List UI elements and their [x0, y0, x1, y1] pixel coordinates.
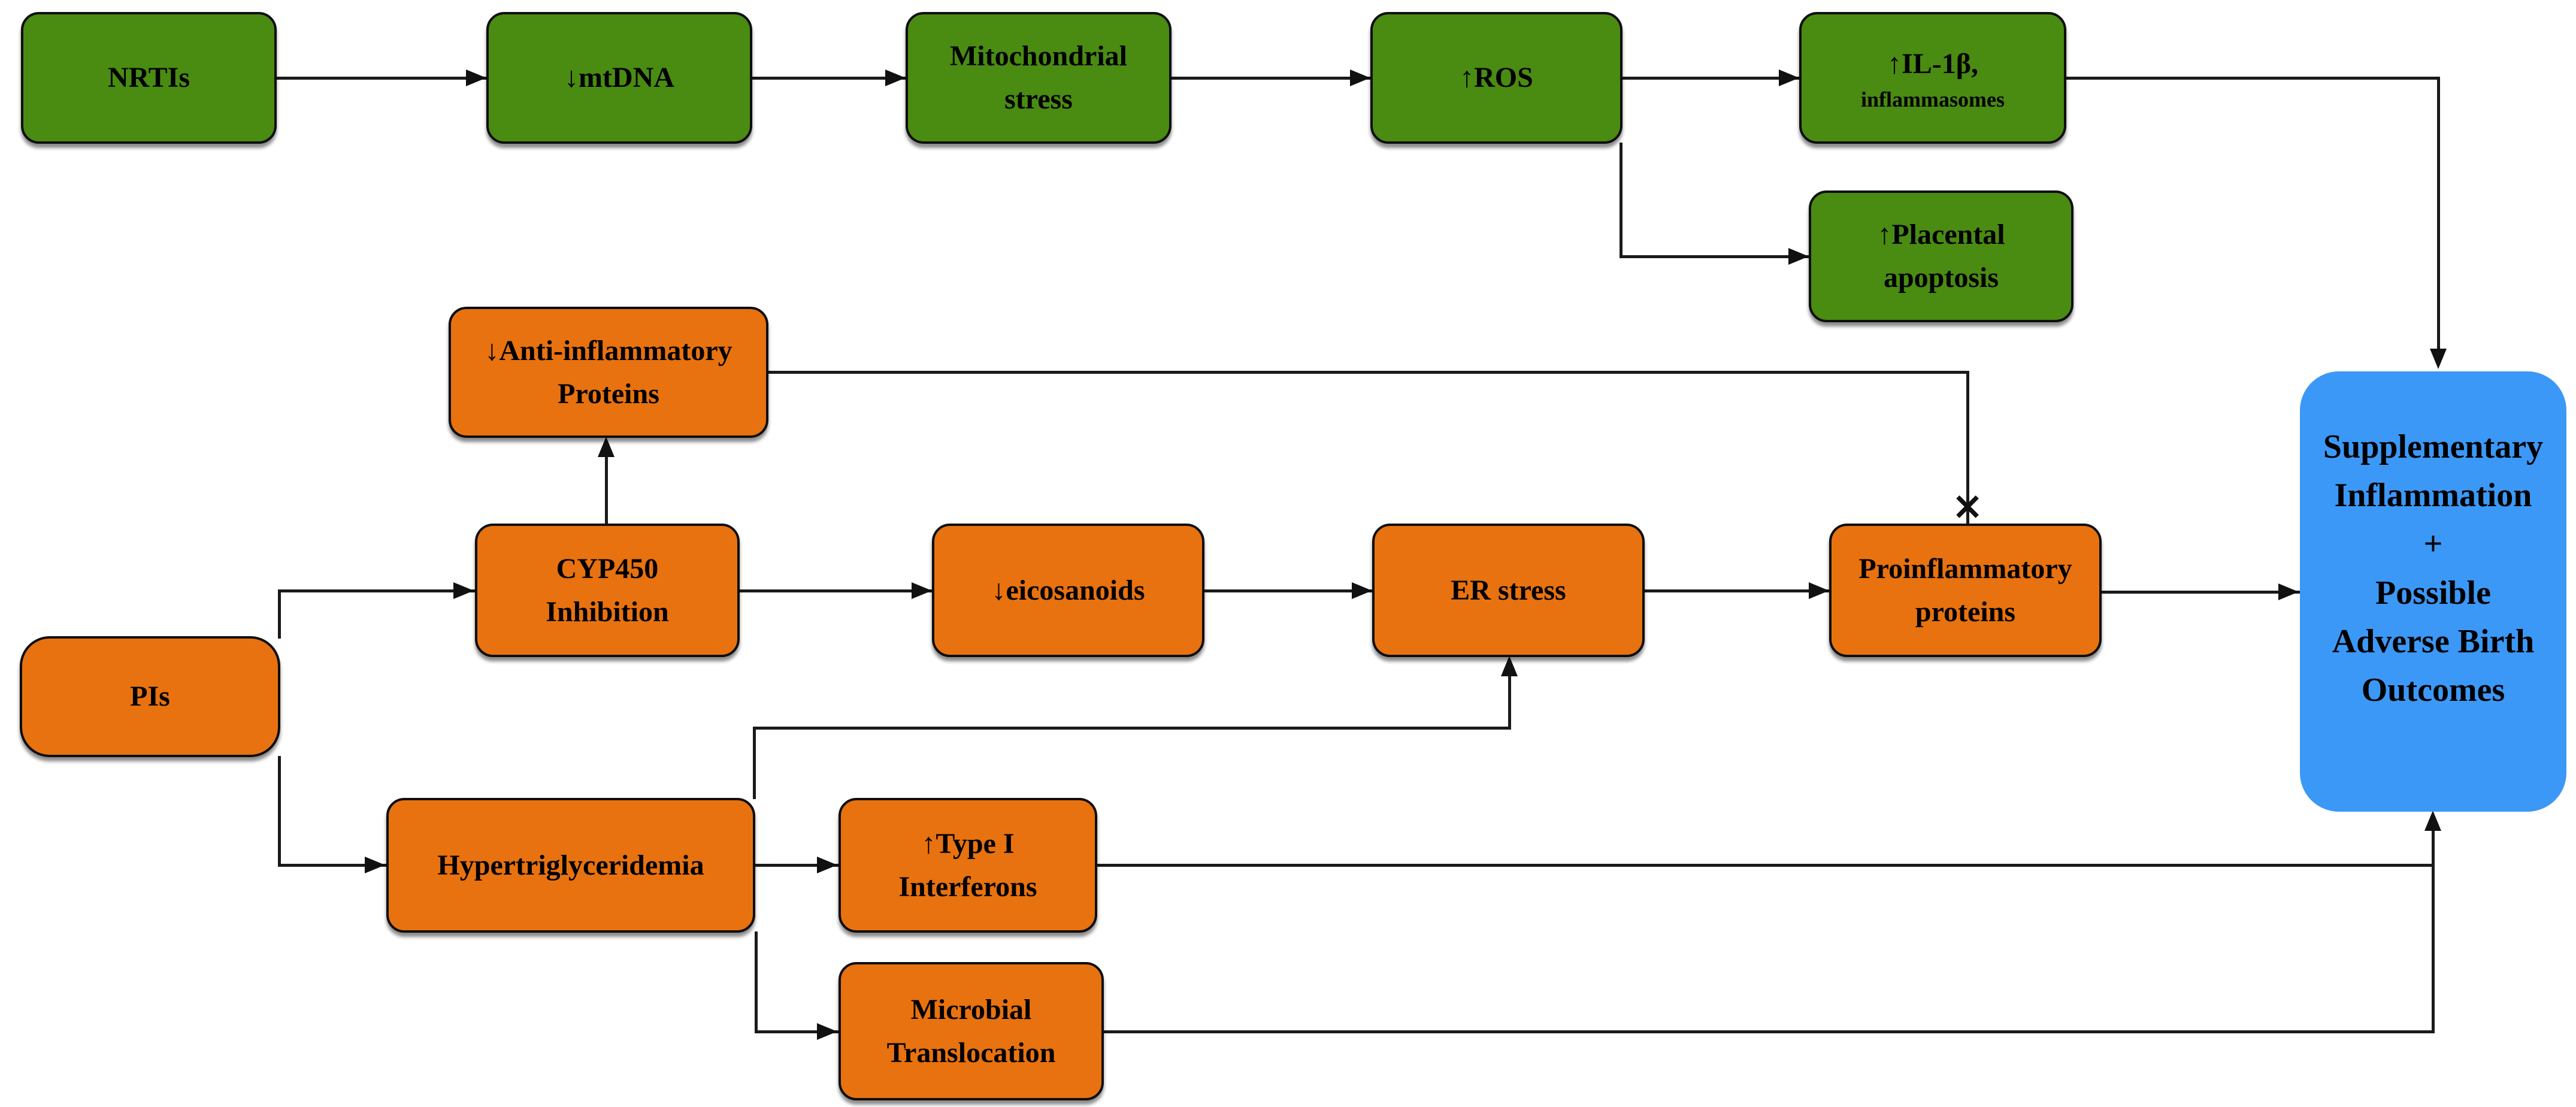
connector-line [740, 589, 932, 592]
node-label: ↓Anti-inflammatory Proteins [485, 334, 732, 410]
node-hypertriglyceridemia: Hypertriglyceridemia [386, 798, 755, 933]
connector-line [278, 589, 281, 639]
node-microbial-translocation: Microbial Translocation [839, 962, 1104, 1100]
connector-line [278, 589, 476, 592]
arrowhead-icon [1779, 69, 1799, 86]
node-label: ↓mtDNA [564, 62, 674, 93]
connector-line [605, 454, 608, 525]
node-label: Proinflammatory proteins [1858, 552, 2072, 628]
arrowhead-icon [912, 582, 932, 599]
node-label: ↑Placental apoptosis [1877, 219, 2005, 294]
connector-line [753, 727, 756, 799]
arrowhead-icon [1809, 582, 1829, 599]
connector-line [2432, 864, 2435, 1033]
connector-line [1623, 77, 1799, 80]
node-pis: PIs [20, 636, 280, 757]
node-proinflammatory-proteins: Proinflammatory proteins [1829, 524, 2102, 657]
arrowhead-icon [2424, 810, 2441, 831]
connector-line [1204, 589, 1372, 592]
connector-line [1097, 864, 2434, 867]
node-label: Supplementary Inflammation + Possible Ad… [2323, 428, 2544, 709]
connector-line [2102, 591, 2300, 594]
connector-line [2432, 829, 2435, 866]
node-label: Hypertriglyceridemia [437, 849, 704, 881]
node-label: ER stress [1451, 574, 1566, 606]
arrowhead-icon [598, 437, 615, 457]
node-label-line1: ↑IL-1β, [1887, 47, 1978, 80]
arrowhead-icon [2430, 349, 2447, 369]
connector-line [752, 77, 906, 80]
connector-line [755, 864, 839, 867]
node-il1b-inflammasomes: ↑IL-1β, inflammasomes [1799, 12, 2066, 144]
arrowhead-icon [1788, 248, 1809, 265]
node-nrtis: NRTIs [21, 12, 277, 144]
node-placental-apoptosis: ↑Placental apoptosis [1809, 190, 2073, 322]
connector-line [1620, 255, 1809, 258]
node-label: Mitochondrial stress [950, 40, 1127, 115]
connector-line [1508, 673, 1511, 729]
node-er-stress: ER stress [1372, 524, 1645, 657]
node-label: ↑ROS [1460, 62, 1533, 93]
connector-line [755, 1030, 839, 1033]
node-label: ↓eicosanoids [991, 574, 1145, 606]
node-supplementary-inflammation-outcomes: Supplementary Inflammation + Possible Ad… [2300, 371, 2566, 812]
connector-line [1966, 371, 1969, 524]
node-ros: ↑ROS [1370, 12, 1623, 144]
arrowhead-icon [365, 857, 385, 873]
node-eicosanoids: ↓eicosanoids [932, 524, 1204, 657]
arrowhead-icon [1501, 656, 1518, 676]
connector-line [278, 864, 386, 867]
arrowhead-icon [1352, 582, 1372, 599]
node-label: ↑Type I Interferons [898, 827, 1037, 903]
node-anti-inflammatory-proteins: ↓Anti-inflammatory Proteins [449, 307, 768, 438]
connector-line [1645, 589, 1829, 592]
connector-line [1104, 1030, 2434, 1033]
node-mtdna: ↓mtDNA [486, 12, 752, 144]
arrowhead-icon [817, 857, 837, 873]
arrowhead-icon [466, 69, 486, 86]
connector-line [2066, 77, 2440, 80]
inhibition-cross-icon: × [1951, 484, 1984, 528]
arrowhead-icon [817, 1023, 837, 1040]
connector-line [1172, 77, 1370, 80]
arrowhead-icon [453, 582, 474, 599]
node-mitochondrial-stress: Mitochondrial stress [906, 12, 1172, 144]
connector-line [2437, 77, 2440, 353]
node-label: Microbial Translocation [886, 993, 1056, 1069]
connector-line [1620, 143, 1623, 258]
connector-line [768, 371, 1969, 374]
connector-line [753, 727, 1511, 730]
connector-line [278, 756, 281, 866]
node-cyp450-inhibition: CYP450 Inhibition [475, 524, 740, 657]
node-label-line2: inflammasomes [1861, 87, 2005, 111]
connector-line [277, 77, 486, 80]
node-type1-interferons: ↑Type I Interferons [839, 798, 1097, 933]
node-label: NRTIs [107, 62, 190, 93]
arrowhead-icon [885, 69, 906, 86]
connector-line [755, 931, 758, 1033]
arrowhead-icon [1350, 69, 1370, 86]
arrowhead-icon [2278, 583, 2299, 600]
node-label: PIs [130, 680, 170, 712]
node-label: CYP450 Inhibition [546, 552, 669, 628]
